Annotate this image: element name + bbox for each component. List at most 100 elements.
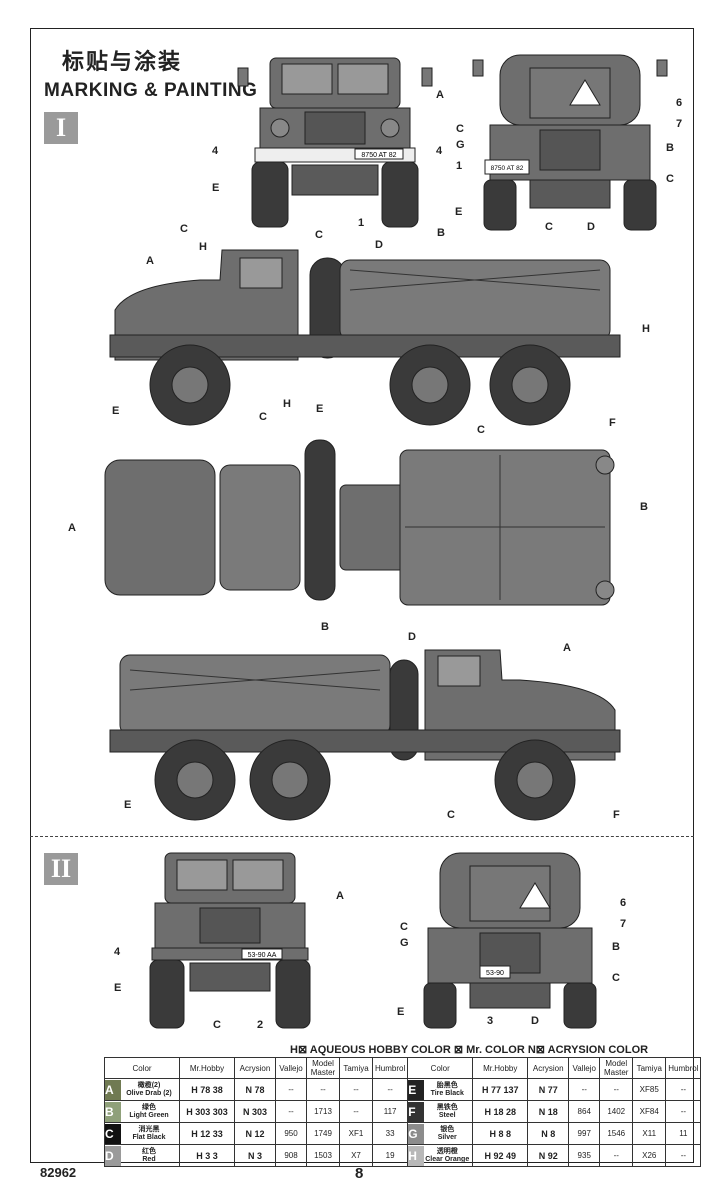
paint-humbrol-cell: 19	[371, 1144, 409, 1167]
section-one-badge: I	[44, 112, 78, 144]
paint-tamiya-cell: XF1	[339, 1122, 373, 1145]
header-acrysion: Acrysion	[527, 1057, 570, 1079]
callout-a: A	[336, 890, 344, 902]
callout-e: E	[114, 982, 122, 994]
paint-hobby-cell: H 12 33	[179, 1122, 235, 1145]
header-mrhobby: Mr.Hobby	[472, 1057, 529, 1079]
header-tamiya: Tamiya	[339, 1057, 373, 1079]
callout-b: B	[640, 501, 648, 513]
callout-1: 1	[456, 160, 463, 172]
paint-acrysion-cell: N 12	[234, 1122, 276, 1145]
paint-code-badge: E	[408, 1079, 425, 1100]
paint-code-badge: F	[408, 1101, 425, 1122]
callout-6: 6	[620, 897, 627, 909]
paint-table: Color Mr.Hobby Acrysion Vallejo Model Ma…	[104, 1057, 702, 1167]
callout-c: C	[477, 424, 485, 436]
paint-humbrol-cell: --	[371, 1078, 409, 1101]
paint-code-badge: H	[408, 1145, 425, 1166]
callout-h: H	[283, 398, 291, 410]
callout-b: B	[612, 941, 620, 953]
callout-4: 4	[114, 946, 121, 958]
paint-name-en: Red	[142, 1155, 156, 1163]
paint-name-en: Silver	[437, 1133, 457, 1141]
plate-rear-two: 53-90	[486, 970, 504, 977]
paint-tamiya-cell: --	[339, 1100, 373, 1123]
header-tamiya: Tamiya	[632, 1057, 667, 1079]
paint-acrysion-cell: N 303	[234, 1100, 276, 1123]
paint-name-cn: 绿色	[142, 1103, 156, 1111]
rear-view-one: 8750 AT 82	[472, 54, 668, 231]
callout-7: 7	[676, 118, 683, 130]
paint-name-cn: 消光黑	[138, 1125, 160, 1133]
paint-acrysion-cell: N 78	[234, 1078, 276, 1101]
callout-c: C	[213, 1019, 221, 1031]
section-divider	[30, 836, 694, 837]
side-view-right	[109, 649, 621, 821]
paint-tamiya-cell: X11	[632, 1122, 667, 1145]
paint-name-cn: 透明橙	[436, 1147, 458, 1155]
paint-mm-cell: 1713	[306, 1100, 340, 1123]
callout-c: C	[666, 173, 674, 185]
paint-vallejo-cell: 935	[568, 1144, 601, 1167]
paint-name-cn: 黑铁色	[436, 1103, 458, 1111]
callout-a: A	[146, 255, 154, 267]
callout-1: 1	[358, 217, 365, 229]
paint-humbrol-cell: 117	[371, 1100, 409, 1123]
paint-vallejo-cell: --	[275, 1100, 307, 1123]
paint-hobby-cell: H 3 3	[179, 1144, 235, 1167]
paint-humbrol-cell: --	[665, 1078, 702, 1101]
callout-4: 4	[436, 145, 443, 157]
paint-name-cn: 银色	[440, 1125, 455, 1133]
paint-acrysion-cell: N 18	[527, 1100, 570, 1123]
callout-e: E	[212, 182, 220, 194]
paint-code-badge: A	[105, 1079, 121, 1100]
callout-e: E	[112, 405, 120, 417]
paint-tamiya-cell: --	[339, 1078, 373, 1101]
paint-mm-cell: --	[599, 1078, 634, 1101]
rear-view-two: 53-90	[423, 852, 597, 1029]
callout-a: A	[563, 642, 571, 654]
paint-name-cn: 红色	[142, 1147, 156, 1155]
header-mrhobby: Mr.Hobby	[179, 1057, 235, 1079]
paint-name-cn: 橄榄(2)	[137, 1081, 161, 1089]
callout-4: 4	[212, 145, 219, 157]
callout-h: H	[199, 241, 207, 253]
item-number: 82962	[40, 1165, 77, 1180]
paint-vallejo-cell: --	[568, 1078, 601, 1101]
header-color: Color	[104, 1057, 180, 1079]
header-acrysion: Acrysion	[234, 1057, 276, 1079]
paint-mm-cell: --	[306, 1078, 340, 1101]
front-view-one: 8750 AT 82	[237, 57, 433, 228]
paint-code-badge: B	[105, 1101, 121, 1122]
header-humbrol: Humbrol	[665, 1057, 702, 1079]
plate-front-one: 8750 AT 82	[361, 152, 396, 159]
callout-f: F	[613, 809, 620, 821]
paint-name-en: Clear Orange	[425, 1155, 470, 1163]
callout-b: B	[666, 142, 674, 154]
paint-vallejo-cell: 997	[568, 1122, 601, 1145]
paint-acrysion-cell: N 3	[234, 1144, 276, 1167]
header-modelmaster: Model Master	[306, 1057, 340, 1079]
paint-acrysion-cell: N 92	[527, 1144, 570, 1167]
callout-e: E	[316, 403, 324, 415]
callout-d: D	[531, 1015, 539, 1027]
callout-3: 3	[487, 1015, 494, 1027]
section-two-badge: II	[44, 853, 78, 885]
paint-name-en: Tire Black	[430, 1089, 464, 1097]
callout-c: C	[447, 809, 455, 821]
callout-c: C	[400, 921, 408, 933]
paint-vallejo-cell: 908	[275, 1144, 307, 1167]
header-vallejo: Vallejo	[275, 1057, 307, 1079]
paint-humbrol-cell: 33	[371, 1122, 409, 1145]
callout-e: E	[455, 206, 463, 218]
callout-e: E	[397, 1006, 405, 1018]
paint-humbrol-cell: --	[665, 1100, 702, 1123]
front-view-two: 53-90 AA	[149, 852, 311, 1029]
